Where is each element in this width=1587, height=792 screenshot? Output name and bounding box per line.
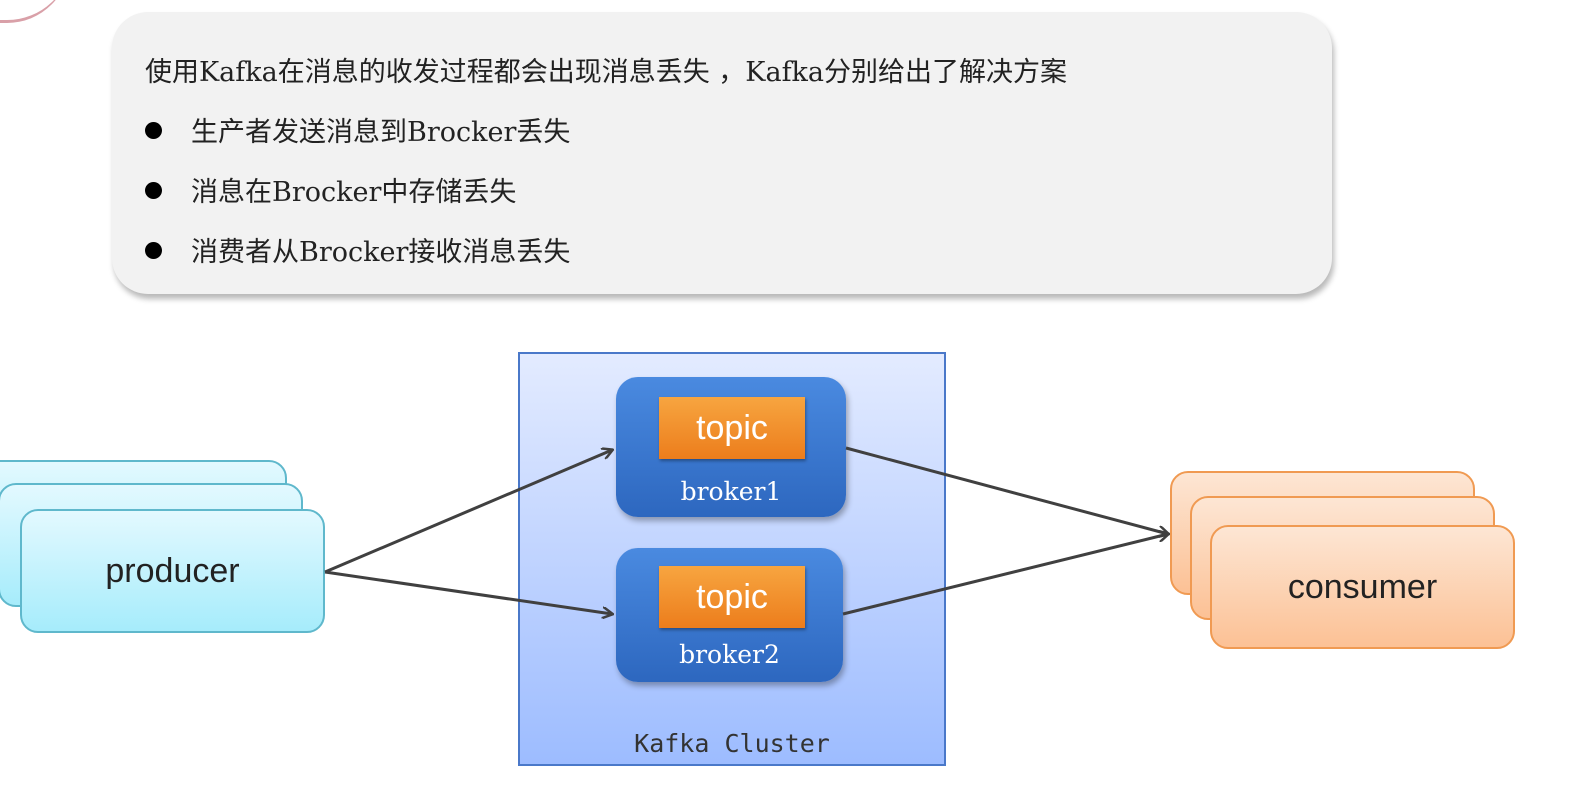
bullet-dot	[145, 122, 162, 139]
consumer-card: consumer	[1210, 525, 1515, 649]
arrow-producer-broker2	[324, 570, 612, 614]
topic-box: topic	[659, 566, 805, 628]
broker-node: topic broker2	[616, 548, 843, 682]
broker-label: broker2	[679, 640, 780, 669]
producer-card: producer	[20, 509, 325, 633]
bullet-item: 消费者从Brocker接收消息丢失	[191, 237, 571, 268]
arrow-broker2-consumer	[842, 534, 1168, 616]
bullet-dot	[145, 182, 162, 199]
bullet-dot	[145, 242, 162, 259]
producer-label: producer	[105, 551, 240, 590]
bullet-item: 生产者发送消息到Brocker丢失	[191, 117, 571, 148]
cluster-label: Kafka Cluster	[634, 729, 830, 758]
consumer-label: consumer	[1287, 567, 1438, 606]
bullet-item: 消息在Brocker中存储丢失	[191, 177, 517, 208]
broker-node: topic broker1	[616, 377, 846, 517]
intro-text: 使用Kafka在消息的收发过程都会出现消息丢失 ，Kafka分别给出了解决方案	[145, 57, 1068, 88]
info-panel: 使用Kafka在消息的收发过程都会出现消息丢失 ，Kafka分别给出了解决方案 …	[112, 12, 1332, 294]
broker-label: broker1	[680, 477, 782, 506]
arrow-producer-broker1	[324, 450, 612, 574]
topic-box: topic	[659, 397, 805, 459]
arrow-broker1-consumer	[845, 446, 1168, 534]
